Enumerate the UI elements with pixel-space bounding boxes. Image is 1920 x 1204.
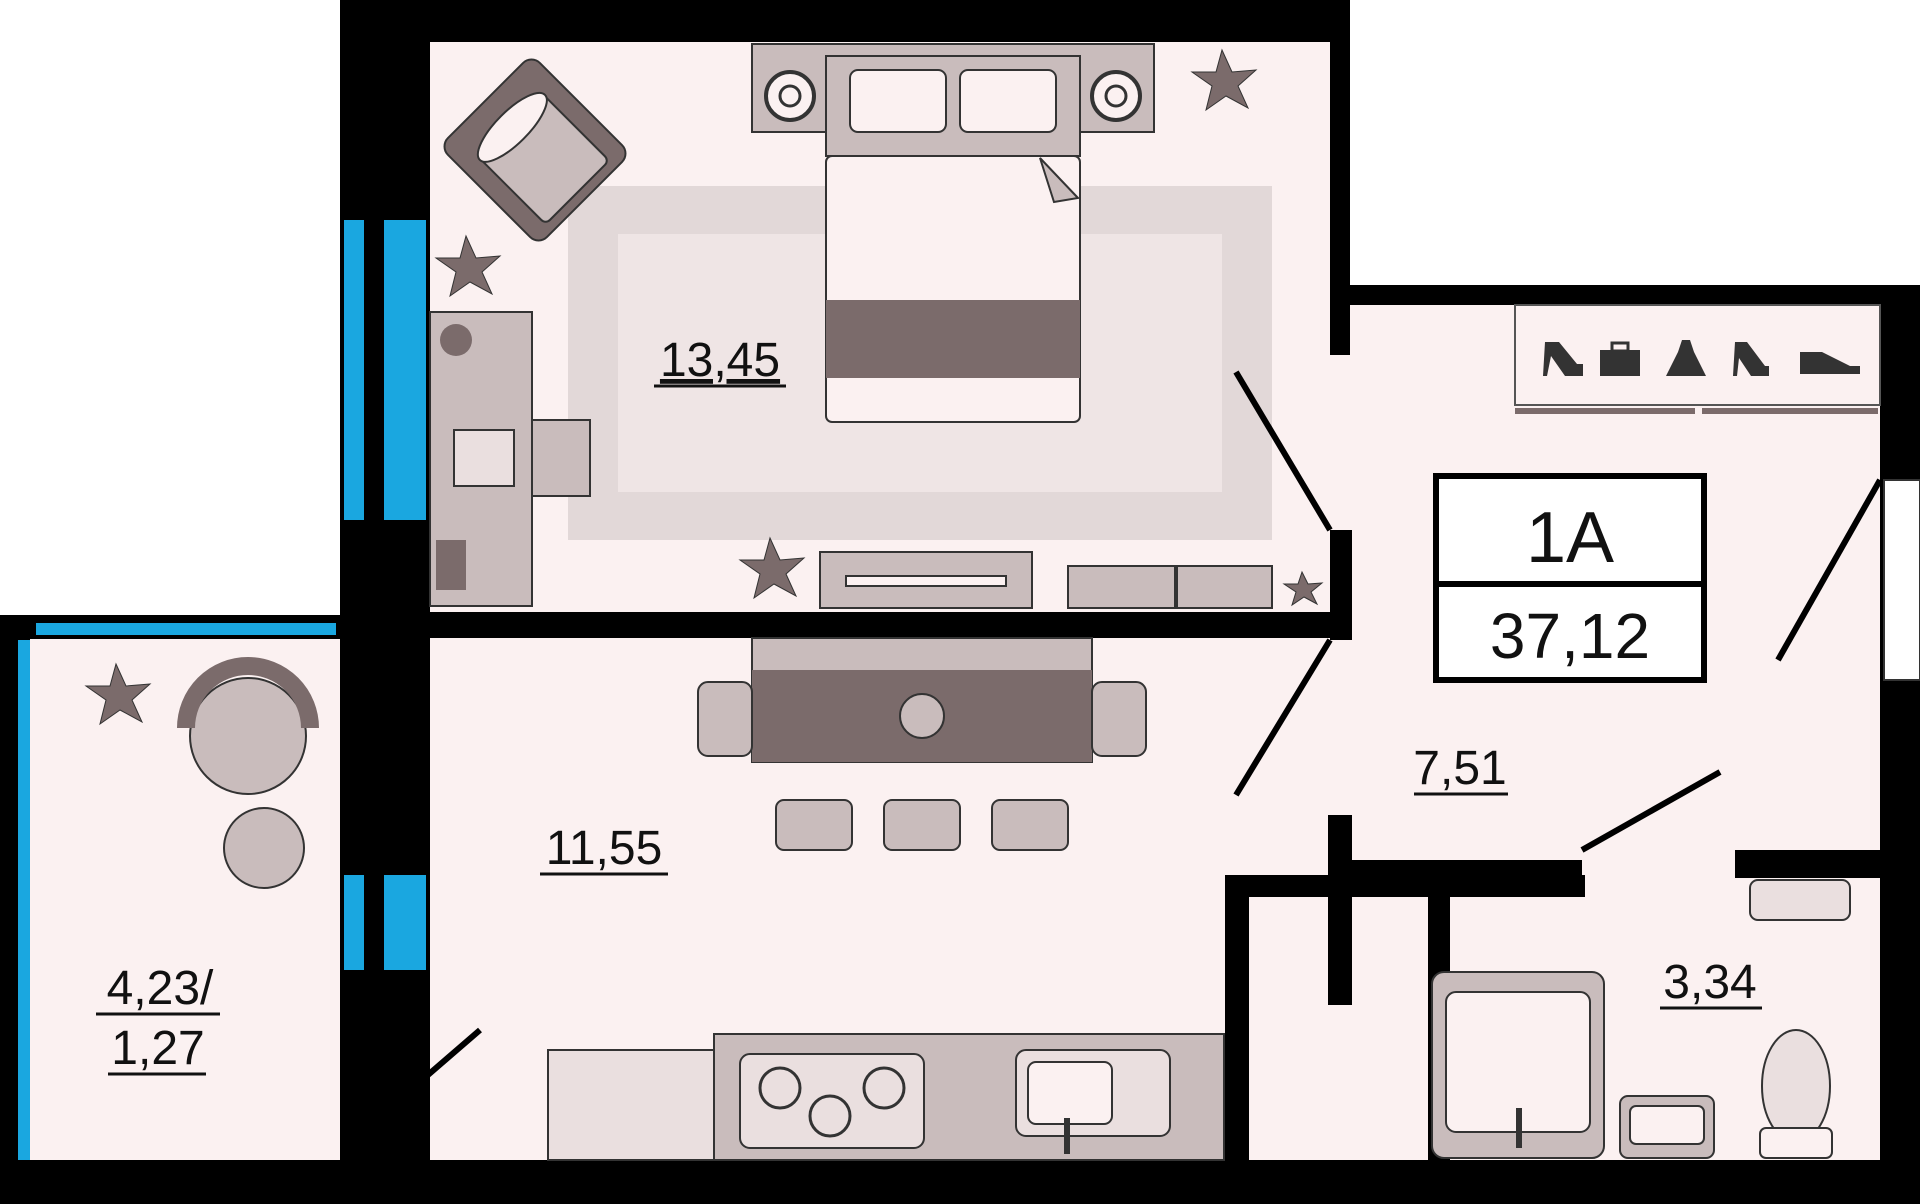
plant-icon (84, 662, 152, 726)
burner-icon (808, 1094, 852, 1138)
windows (18, 220, 1920, 1160)
boot-icon (1733, 342, 1769, 376)
apartment-type: 1А (1526, 498, 1614, 578)
high-heel-icon (1543, 342, 1583, 376)
apartment-badge: 1А 37,12 (1433, 473, 1707, 683)
wardrobe (1514, 304, 1881, 414)
toilet (1761, 1029, 1831, 1143)
tv-stand (819, 551, 1273, 609)
window-balcony-top (36, 623, 336, 635)
area-bedroom: 13,45 (660, 334, 780, 387)
dress-icon (1666, 340, 1706, 376)
plant-icon (1190, 48, 1258, 112)
briefcase-icon (1600, 341, 1640, 376)
nightstand-lamp-right (1090, 70, 1142, 122)
window-hallway (1883, 479, 1920, 681)
plant-icon (738, 536, 806, 600)
burner-icon (862, 1066, 906, 1110)
desk (429, 311, 591, 607)
plants (84, 48, 1324, 726)
plant-icon (1282, 570, 1324, 607)
area-bathroom: 3,34 (1663, 956, 1756, 1009)
area-balcony-line2: 1,27 (111, 1022, 204, 1075)
door-swings (368, 370, 1883, 1128)
window-balcony-left (18, 640, 30, 1160)
bed (751, 43, 1155, 423)
window-bedroom (344, 220, 426, 520)
area-kitchen-living: 11,55 (546, 822, 663, 875)
sneaker-icon (1800, 352, 1860, 374)
balcony-furniture (177, 657, 319, 889)
armchair (443, 58, 627, 242)
area-hallway: 7,51 (1413, 742, 1506, 795)
burner-icon (758, 1066, 802, 1110)
window-kitchen (344, 875, 426, 970)
nightstand-lamp-left (764, 70, 816, 122)
dining-table (697, 637, 1147, 851)
apartment-total-area: 37,12 (1490, 600, 1650, 672)
plant-icon (434, 234, 502, 298)
kitchen-counter (547, 1033, 1225, 1161)
area-labels: 13,45 11,55 7,51 3,34 4,23/ 1,27 (96, 334, 1762, 1076)
bathroom-fixtures (1431, 879, 1851, 1159)
area-balcony-line1: 4,23/ (107, 962, 214, 1015)
